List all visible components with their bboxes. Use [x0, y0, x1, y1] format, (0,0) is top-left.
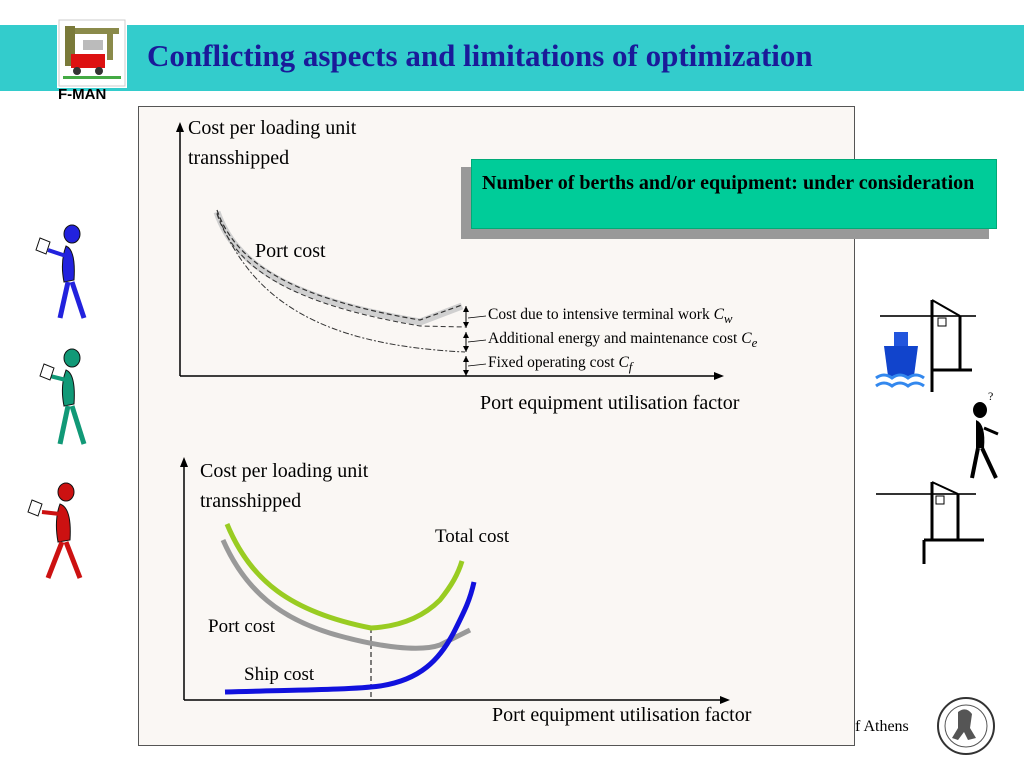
- crane-icon: [876, 481, 984, 564]
- ce-symbol: C: [741, 330, 752, 347]
- cw-text: Cost due to intensive terminal work: [488, 306, 714, 323]
- port-cost-curve: [216, 209, 463, 321]
- top-y-arrow: [176, 122, 184, 132]
- port-cost-band: [213, 210, 464, 326]
- bottom-y-axis-label-2: transshipped: [200, 490, 302, 512]
- thinking-figure-icon: ?: [970, 389, 999, 479]
- logo-text: F-MAN: [58, 86, 107, 103]
- page-title: Conflicting aspects and limitations of o…: [147, 38, 813, 73]
- top-y-axis-label-1: Cost per loading unit: [188, 117, 357, 139]
- bottom-y-axis-label-1: Cost per loading unit: [200, 460, 369, 482]
- ship-crane-icon: [875, 299, 976, 392]
- stick-figure-blue-icon: [35, 224, 87, 319]
- fman-logo-icon: [57, 18, 127, 88]
- total-cost-label: Total cost: [435, 526, 510, 547]
- ship-cost-label: Ship cost: [244, 664, 315, 685]
- cf-sub: f: [628, 359, 633, 375]
- stick-figure-green-icon: [39, 348, 87, 445]
- cw-symbol: C: [713, 306, 724, 323]
- bottom-port-cost-label: Port cost: [208, 616, 276, 637]
- top-port-cost-label: Port cost: [255, 240, 326, 262]
- top-y-axis-label-2: transshipped: [188, 147, 290, 169]
- header-band: [0, 25, 1024, 91]
- component-label-cf: Fixed operating cost Cf: [488, 354, 632, 375]
- ce-sub: e: [751, 335, 758, 351]
- svg-text:?: ?: [988, 389, 993, 403]
- bottom-y-arrow: [180, 457, 188, 467]
- ship-cost-series: [224, 581, 477, 695]
- footer-text: f Athens: [855, 718, 909, 735]
- component-label-ce: Additional energy and maintenance cost C…: [488, 330, 757, 351]
- port-cost-series: [220, 538, 472, 651]
- callout-box: Number of berths and/or equipment: under…: [471, 159, 997, 229]
- university-seal-icon: [937, 697, 995, 755]
- top-x-axis-label: Port equipment utilisation factor: [480, 392, 740, 414]
- component-label-cw: Cost due to intensive terminal work Cw: [488, 306, 733, 327]
- cf-symbol: C: [618, 354, 629, 371]
- stick-figure-red-icon: [27, 482, 83, 579]
- port-cost-curve-lower: [216, 213, 466, 328]
- cf-text: Fixed operating cost: [488, 354, 619, 371]
- ce-text: Additional energy and maintenance cost: [488, 330, 742, 347]
- bottom-x-arrow: [720, 696, 730, 704]
- top-x-arrow: [714, 372, 724, 380]
- cw-sub: w: [723, 311, 733, 327]
- total-cost-series: [224, 523, 465, 631]
- bottom-x-axis-label: Port equipment utilisation factor: [492, 704, 752, 726]
